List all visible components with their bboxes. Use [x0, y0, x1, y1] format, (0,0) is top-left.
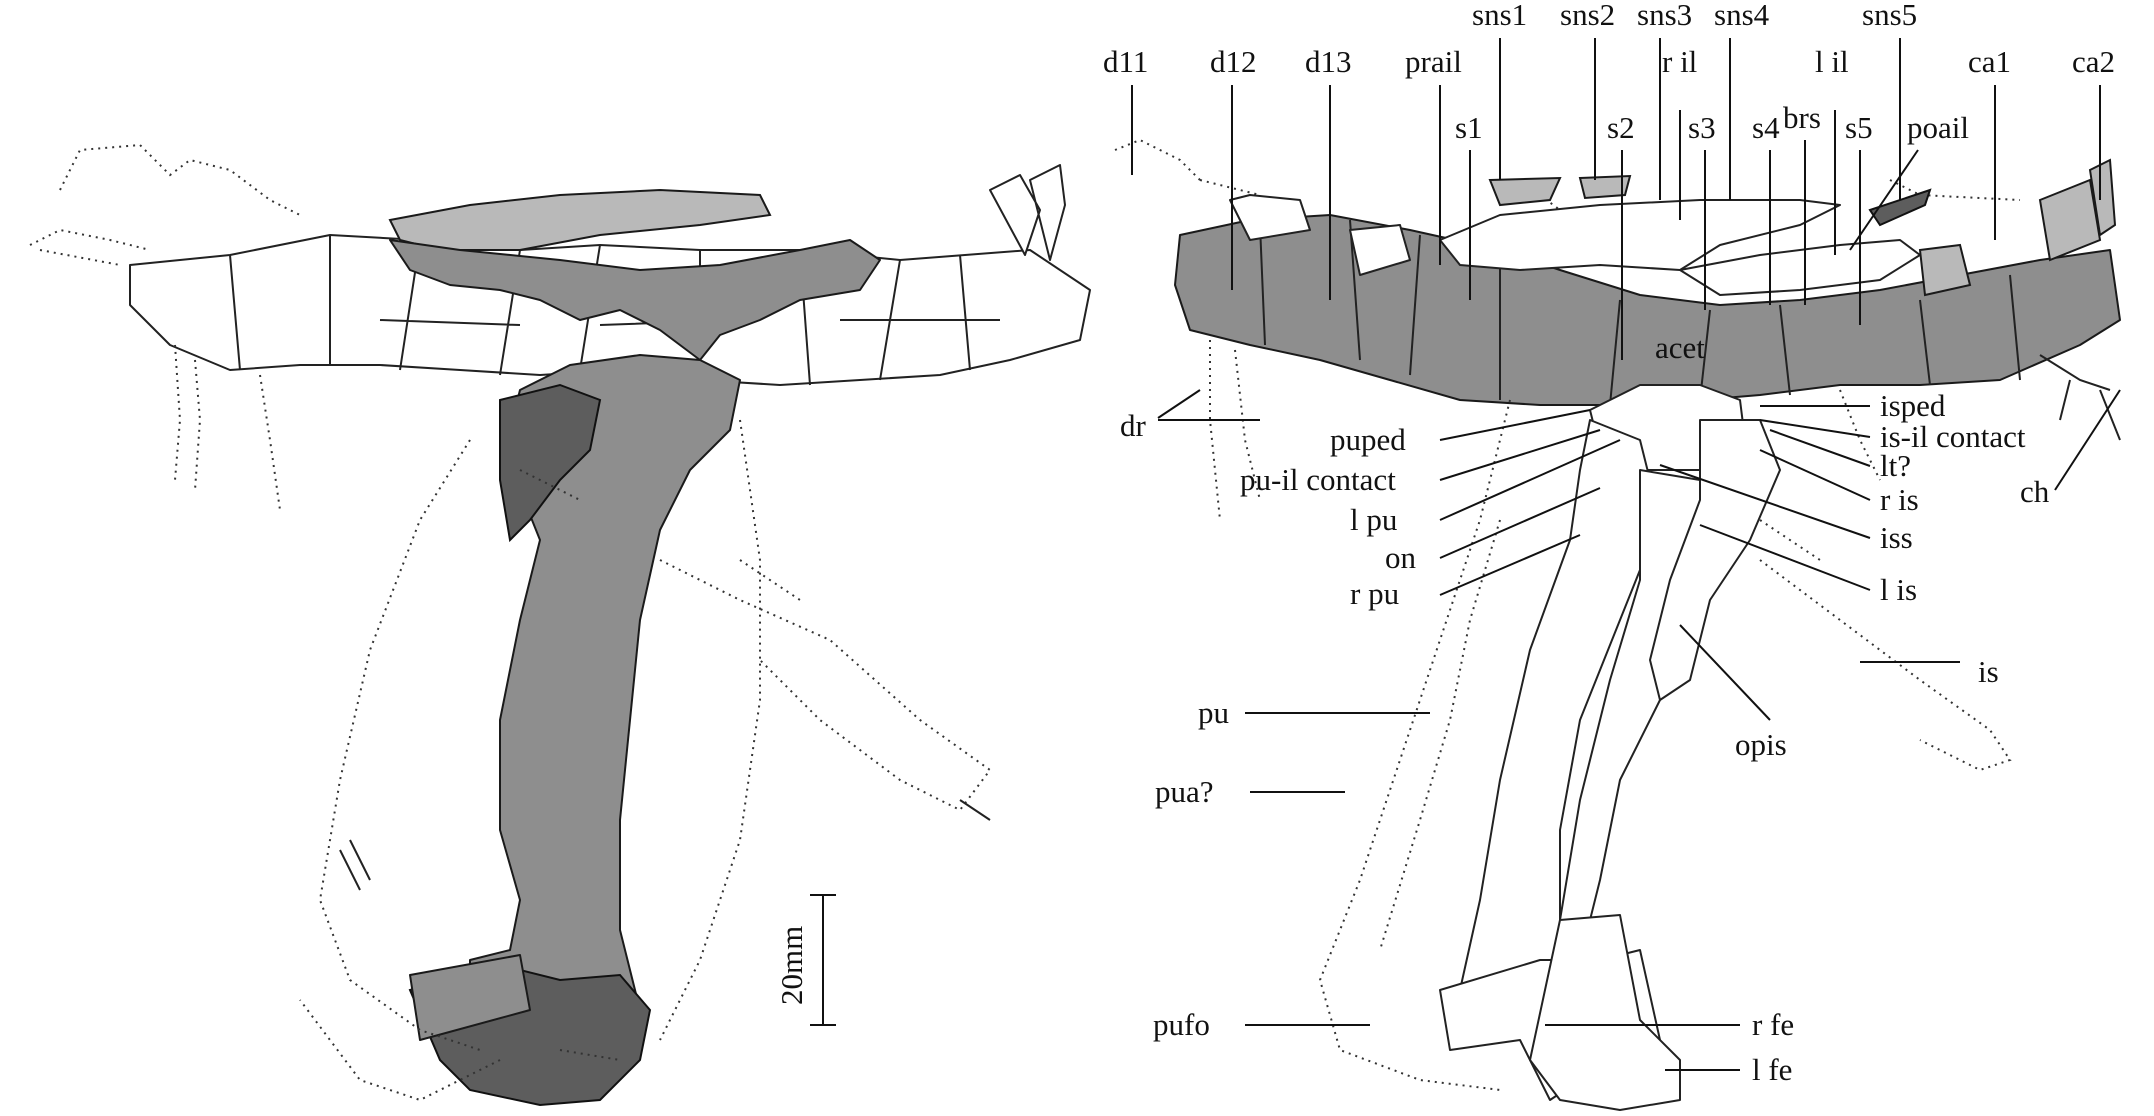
label-sns4: sns4 [1714, 0, 1770, 32]
label-r-pu: r pu [1350, 576, 1399, 611]
anatomical-labels: d11 d12 d13 prail sns1 sns2 sns3 sns4 sn… [1103, 0, 2115, 1087]
label-sns2: sns2 [1560, 0, 1615, 32]
leader-opis [1679, 624, 1771, 721]
left-femur-fragment [409, 954, 531, 1041]
right-chevron [2039, 354, 2121, 441]
label-isped: isped [1880, 388, 1946, 423]
right-interpretive-drawing [1114, 38, 2121, 1111]
leader-ch [2054, 389, 2121, 491]
scale-bar-label: 20mm [774, 926, 809, 1005]
left-caudal-spines [989, 164, 1066, 261]
label-ca1: ca1 [1968, 44, 2011, 79]
label-s5: s5 [1845, 110, 1873, 145]
leader-lines [1131, 38, 2121, 1071]
label-pufo: pufo [1153, 1007, 1210, 1042]
label-l-fe: l fe [1752, 1052, 1792, 1087]
label-acet: acet [1655, 330, 1705, 365]
label-dr: dr [1120, 408, 1147, 443]
right-sns2 [1578, 174, 1632, 200]
right-d13-spine [1349, 224, 1411, 276]
label-r-fe: r fe [1752, 1007, 1794, 1042]
label-l-is: l is [1880, 572, 1917, 607]
label-on: on [1385, 540, 1417, 575]
leader-iss [1659, 464, 1871, 539]
label-s1: s1 [1455, 110, 1483, 145]
right-dotted-neural-spines [1114, 138, 2021, 211]
label-r-il: r il [1662, 44, 1697, 79]
left-specimen-drawing [29, 143, 1091, 1107]
left-dotted-ischium-pubis-outline [299, 419, 992, 1102]
label-l-pu: l pu [1350, 502, 1397, 537]
label-pu-il-contact: pu-il contact [1240, 462, 1396, 497]
leader-r-pu [1439, 534, 1581, 596]
label-sns3: sns3 [1637, 0, 1692, 32]
label-s4: s4 [1752, 110, 1780, 145]
label-d13: d13 [1305, 44, 1352, 79]
label-ca2: ca2 [2072, 44, 2115, 79]
right-ischium [1649, 419, 1781, 701]
label-opis: opis [1735, 727, 1787, 762]
leader-lt [1769, 429, 1871, 467]
label-sns1: sns1 [1472, 0, 1527, 32]
leader-dr [1157, 389, 1260, 421]
right-d12-spine [1229, 194, 1311, 241]
right-iliac-blade [1439, 199, 1841, 271]
leader-l-pu [1439, 439, 1621, 521]
label-is: is [1978, 654, 1999, 689]
right-sns1 [1488, 176, 1562, 207]
left-sacral-rib-mass [389, 239, 881, 361]
label-r-is: r is [1880, 482, 1919, 517]
right-vertebra-joints [1259, 219, 2021, 406]
left-iliac-blade [388, 188, 772, 251]
label-pu: pu [1198, 695, 1229, 730]
label-puped: puped [1330, 422, 1406, 457]
leader-poail [1849, 149, 1919, 251]
left-rib-strokes [339, 799, 991, 891]
left-acetabular-block [499, 383, 602, 543]
label-ch: ch [2020, 474, 2050, 509]
scale-bar: 20mm [774, 894, 836, 1026]
right-caudal-spines [1918, 158, 2117, 297]
label-d11: d11 [1103, 44, 1148, 79]
label-d12: d12 [1210, 44, 1257, 79]
label-brs: brs [1783, 100, 1821, 135]
leader-l-is [1699, 524, 1871, 591]
label-pua: pua? [1155, 774, 1214, 809]
left-dorsal-ribs [174, 344, 281, 511]
label-s3: s3 [1688, 110, 1716, 145]
label-lt: lt? [1880, 448, 1911, 483]
label-sns5: sns5 [1862, 0, 1917, 32]
label-l-il: l il [1815, 44, 1849, 79]
label-poail: poail [1907, 110, 1969, 145]
leader-pu-il-contact [1439, 429, 1601, 481]
leader-on [1439, 487, 1601, 559]
left-dotted-neural-spines [29, 143, 301, 266]
leader-r-is [1759, 449, 1871, 501]
leader-is-il-contact [1759, 419, 1871, 438]
label-s2: s2 [1607, 110, 1635, 145]
label-iss: iss [1880, 520, 1913, 555]
right-l-fe-head [1529, 914, 1681, 1111]
leader-puped [1439, 409, 1591, 441]
label-prail: prail [1405, 44, 1462, 79]
right-poail-process [1868, 188, 1932, 227]
label-is-il-contact: is-il contact [1880, 419, 2026, 454]
